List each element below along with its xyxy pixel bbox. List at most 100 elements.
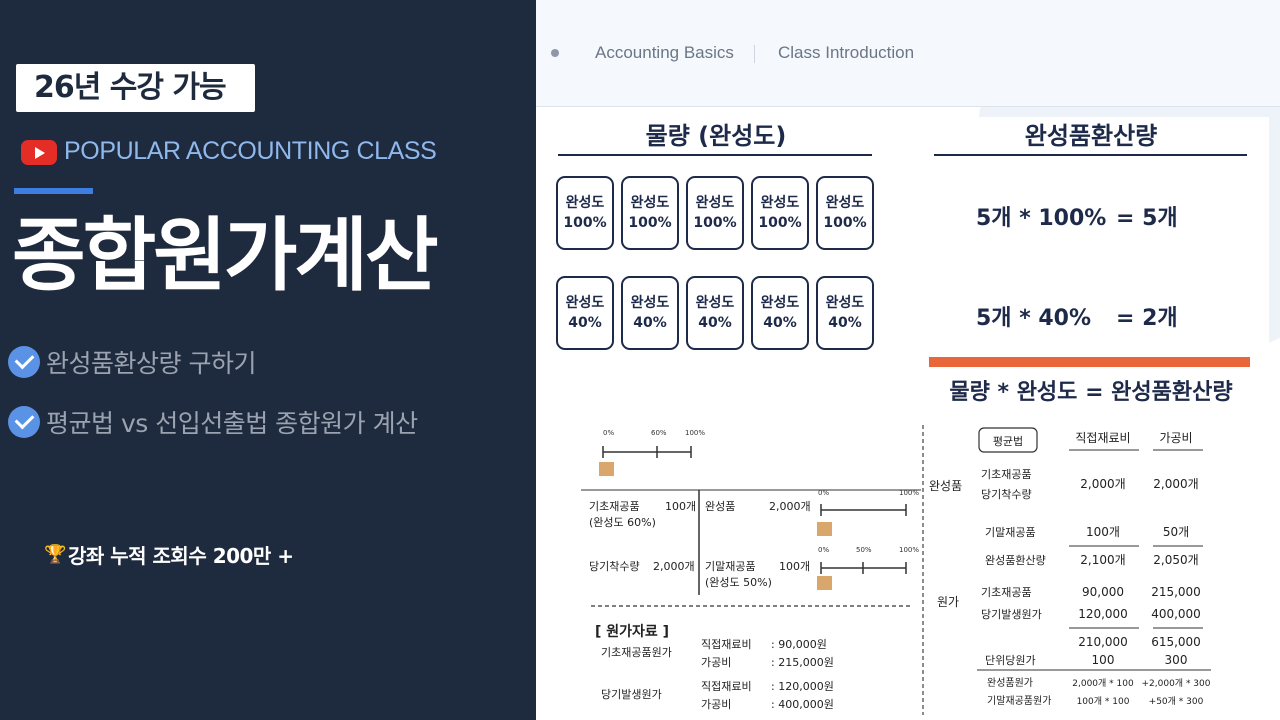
svg-text:: 400,000원: : 400,000원 bbox=[771, 698, 834, 711]
svg-text:100%: 100% bbox=[899, 489, 919, 497]
svg-text:2,000개: 2,000개 bbox=[1080, 477, 1125, 491]
equation: 5개 * 40% bbox=[976, 306, 1091, 331]
box-icon bbox=[817, 522, 832, 536]
box-label: 완성도 bbox=[631, 295, 670, 311]
category-label: POPULAR ACCOUNTING CLASS bbox=[64, 137, 437, 165]
box-label: 완성도 bbox=[761, 195, 800, 211]
completion-box bbox=[621, 276, 679, 350]
view-count-text: 강좌 누적 조회수 200만 + bbox=[68, 544, 294, 568]
svg-text:(완성도 60%): (완성도 60%) bbox=[589, 516, 656, 529]
svg-text:100: 100 bbox=[1092, 653, 1115, 667]
svg-text:+50개 * 300: +50개 * 300 bbox=[1149, 696, 1204, 707]
svg-text:400,000: 400,000 bbox=[1151, 607, 1201, 621]
svg-text:100개: 100개 bbox=[1086, 525, 1120, 539]
svg-text:기초재공품: 기초재공품 bbox=[589, 500, 640, 513]
svg-text:완성품: 완성품 bbox=[705, 500, 735, 513]
svg-text:90,000: 90,000 bbox=[1082, 585, 1124, 599]
svg-text:2,000개: 2,000개 bbox=[769, 500, 811, 513]
svg-text:: 90,000원: : 90,000원 bbox=[771, 638, 827, 651]
completion-box bbox=[816, 276, 874, 350]
play-button-icon bbox=[21, 140, 57, 165]
svg-text:완성품환산량: 완성품환산량 bbox=[985, 554, 1046, 567]
svg-text:당기착수량: 당기착수량 bbox=[589, 560, 640, 573]
box-percent: 40% bbox=[828, 315, 862, 331]
breadcrumb-item[interactable]: Accounting Basics bbox=[595, 43, 734, 62]
equation-result: = 2개 bbox=[1116, 306, 1178, 331]
availability-badge: 26년 수강 가능 bbox=[16, 64, 255, 112]
svg-text:2,100개: 2,100개 bbox=[1080, 553, 1125, 567]
svg-text:기초재공품원가: 기초재공품원가 bbox=[601, 646, 672, 659]
check-icon bbox=[8, 406, 40, 438]
breadcrumb-dot bbox=[551, 49, 559, 57]
svg-text:평균법: 평균법 bbox=[993, 435, 1023, 448]
box-percent: 100% bbox=[823, 215, 866, 231]
completion-box bbox=[686, 276, 744, 350]
box-label: 완성도 bbox=[826, 295, 865, 311]
cost-title: [ 원가자료 ] bbox=[595, 624, 669, 640]
box-label: 완성도 bbox=[696, 295, 735, 311]
svg-text:2,000개: 2,000개 bbox=[653, 560, 695, 573]
svg-text:당기발생원가: 당기발생원가 bbox=[601, 688, 662, 701]
box-percent: 40% bbox=[568, 315, 602, 331]
svg-text:615,000: 615,000 bbox=[1151, 635, 1201, 649]
svg-text:(완성도 50%): (완성도 50%) bbox=[705, 576, 772, 589]
completion-box bbox=[686, 176, 744, 250]
equation: 5개 * 100% bbox=[976, 206, 1106, 231]
svg-text:120,000: 120,000 bbox=[1078, 607, 1128, 621]
svg-text:0%: 0% bbox=[818, 546, 829, 554]
svg-text:원가: 원가 bbox=[937, 595, 959, 609]
check-icon bbox=[8, 346, 40, 378]
box-label: 완성도 bbox=[566, 295, 605, 311]
svg-text:60%: 60% bbox=[651, 429, 667, 437]
svg-text:0%: 0% bbox=[818, 489, 829, 497]
box-percent: 100% bbox=[628, 215, 671, 231]
box-label: 완성도 bbox=[761, 295, 800, 311]
box-label: 완성도 bbox=[826, 195, 865, 211]
breadcrumb bbox=[536, 0, 1280, 107]
svg-text:2,000개: 2,000개 bbox=[1153, 477, 1198, 491]
svg-text:: 215,000원: : 215,000원 bbox=[771, 656, 834, 669]
svg-text:50%: 50% bbox=[856, 546, 872, 554]
right-panel: Accounting Basics Class Introduction 물량 … bbox=[536, 0, 1280, 720]
feature-item: 완성품환상량 구하기 bbox=[8, 344, 256, 380]
svg-text:직접재료비: 직접재료비 bbox=[1075, 431, 1130, 445]
breadcrumb-item[interactable]: Class Introduction bbox=[778, 43, 915, 62]
box-icon bbox=[817, 576, 832, 590]
completion-box bbox=[751, 176, 809, 250]
svg-text:단위당원가: 단위당원가 bbox=[985, 654, 1036, 667]
feature-item: 평균법 vs 선입선출법 종합원가 계산 bbox=[8, 404, 418, 440]
svg-text:215,000: 215,000 bbox=[1151, 585, 1201, 599]
box-label: 완성도 bbox=[566, 195, 605, 211]
left-panel: 26년 수강 가능 POPULAR ACCOUNTING CLASS 종합원가계… bbox=[0, 0, 536, 720]
svg-text:직접재료비: 직접재료비 bbox=[701, 638, 752, 651]
svg-text:완성품원가: 완성품원가 bbox=[987, 677, 1033, 689]
average-method-table: 평균법 직접재료비 가공비 완성품 기초재공품 당기착수량 2,000개 2,0… bbox=[921, 420, 1266, 716]
accent-bar bbox=[14, 188, 93, 194]
breadcrumb-separator bbox=[754, 45, 755, 63]
feature-text: 완성품환상량 구하기 bbox=[46, 349, 256, 378]
box-label: 완성도 bbox=[696, 195, 735, 211]
svg-text:완성품: 완성품 bbox=[929, 479, 962, 493]
svg-text:+2,000개 * 300: +2,000개 * 300 bbox=[1142, 678, 1211, 689]
completion-box bbox=[556, 276, 614, 350]
view-count: 🏆 강좌 누적 조회수 200만 + bbox=[44, 540, 294, 569]
box-percent: 40% bbox=[763, 315, 797, 331]
box-percent: 100% bbox=[758, 215, 801, 231]
svg-text:기말재공품원가: 기말재공품원가 bbox=[987, 695, 1051, 707]
svg-text:300: 300 bbox=[1165, 653, 1188, 667]
svg-text:2,050개: 2,050개 bbox=[1153, 553, 1198, 567]
formula: 물량 * 완성도 = 완성품환산량 bbox=[949, 380, 1232, 405]
figure-header: 물량 (완성도) bbox=[646, 122, 787, 150]
box-percent: 40% bbox=[633, 315, 667, 331]
svg-text:기말재공품: 기말재공품 bbox=[985, 526, 1036, 539]
completion-box bbox=[751, 276, 809, 350]
svg-text:100%: 100% bbox=[685, 429, 705, 437]
feature-text: 평균법 vs 선입선출법 종합원가 계산 bbox=[46, 409, 418, 438]
svg-text:210,000: 210,000 bbox=[1078, 635, 1128, 649]
svg-text:가공비: 가공비 bbox=[701, 656, 731, 669]
box-icon bbox=[599, 462, 614, 476]
svg-text:2,000개 * 100: 2,000개 * 100 bbox=[1072, 678, 1134, 689]
trophy-icon: 🏆 bbox=[44, 544, 67, 565]
svg-text:당기착수량: 당기착수량 bbox=[981, 488, 1032, 501]
svg-text:당기발생원가: 당기발생원가 bbox=[981, 608, 1042, 621]
